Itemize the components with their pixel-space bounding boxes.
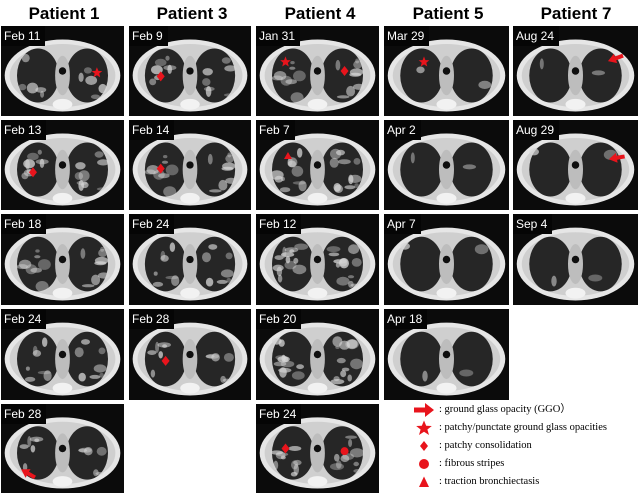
ct-scan-patient-4-2: Feb 7 <box>256 120 379 210</box>
star-marker <box>91 67 103 78</box>
arrow-marker <box>21 469 36 480</box>
column-header-patient-3: Patient 3 <box>156 4 228 23</box>
ct-scan-patient-3-4: Feb 28 <box>129 309 251 400</box>
ct-scan-patient-5-1: Mar 29 <box>384 26 509 116</box>
scan-date-label: Apr 18 <box>384 309 428 329</box>
star-icon <box>416 420 432 435</box>
scan-date-label: Mar 29 <box>384 26 430 46</box>
legend-row-patchy-ggo: : patchy/punctate ground glass opacities <box>405 419 640 437</box>
diamond-marker <box>156 163 165 174</box>
scan-date-label: Feb 24 <box>129 214 175 234</box>
ct-scan-patient-3-1: Feb 9 <box>129 26 251 116</box>
ct-scan-patient-1-1: Feb 11 <box>1 26 124 116</box>
scan-date-label: Jan 31 <box>256 26 301 46</box>
arrow-icon <box>414 403 434 417</box>
column-header-patient-1: Patient 1 <box>28 4 100 23</box>
circle-icon <box>419 459 429 469</box>
lung-image <box>384 214 509 305</box>
arrow-marker <box>607 53 624 64</box>
legend-text: : fibrous stripes <box>439 458 505 469</box>
lung-image <box>384 309 509 400</box>
arrow-marker <box>608 152 625 163</box>
scan-date-label: Feb 14 <box>129 120 175 140</box>
star-marker <box>418 56 430 67</box>
column-header-patient-5: Patient 5 <box>412 4 484 23</box>
diamond-marker <box>281 443 290 454</box>
ct-scan-patient-1-2: Feb 13 <box>1 120 124 210</box>
scan-date-label: Apr 2 <box>384 120 421 140</box>
legend-row-ggo: : ground glass opacity (GGO） <box>405 401 640 419</box>
ct-scan-patient-4-1: Jan 31 <box>256 26 379 116</box>
ct-scan-patient-5-2: Apr 2 <box>384 120 509 210</box>
star-marker <box>280 56 291 67</box>
legend-text: : ground glass opacity (GGO） <box>439 404 571 415</box>
scan-date-label: Aug 24 <box>513 26 560 46</box>
scan-date-label: Feb 13 <box>1 120 47 140</box>
legend-text: : patchy/punctate ground glass opacities <box>439 422 607 433</box>
scan-date-label: Feb 20 <box>256 309 302 329</box>
ct-scan-patient-4-4: Feb 20 <box>256 309 379 400</box>
circle-marker <box>340 447 349 456</box>
scan-date-label: Aug 29 <box>513 120 560 140</box>
diamond-icon <box>420 441 428 451</box>
diamond-marker <box>156 71 165 82</box>
scan-date-label: Feb 9 <box>129 26 168 46</box>
legend: : ground glass opacity (GGO） : patchy/pu… <box>405 401 640 493</box>
legend-row-consolidation: : patchy consolidation <box>405 437 640 455</box>
scan-date-label: Feb 28 <box>1 404 47 424</box>
triangle-marker <box>283 152 292 159</box>
scan-date-label: Feb 24 <box>1 309 47 329</box>
lung-image <box>256 214 379 305</box>
diamond-marker <box>340 66 349 76</box>
lung-image <box>513 26 638 116</box>
lung-image <box>1 214 124 305</box>
scan-date-label: Feb 7 <box>256 120 295 140</box>
ct-scan-patient-7-2: Aug 29 <box>513 120 638 210</box>
legend-text: : patchy consolidation <box>439 440 532 451</box>
lung-image <box>384 26 509 116</box>
lung-image <box>1 26 124 116</box>
lung-image <box>256 404 379 493</box>
ct-scan-patient-4-3: Feb 12 <box>256 214 379 305</box>
diamond-marker <box>28 167 37 178</box>
ct-scan-patient-4-5: Feb 24 <box>256 404 379 493</box>
scan-date-label: Sep 4 <box>513 214 553 234</box>
scan-date-label: Feb 18 <box>1 214 47 234</box>
lung-image <box>256 120 379 210</box>
ct-scan-patient-1-4: Feb 24 <box>1 309 124 400</box>
scan-date-label: Feb 28 <box>129 309 175 329</box>
column-header-patient-7: Patient 7 <box>540 4 612 23</box>
ct-scan-patient-1-3: Feb 18 <box>1 214 124 305</box>
legend-row-traction-bronchiectasis: : traction bronchiectasis <box>405 473 640 491</box>
ct-scan-patient-3-2: Feb 14 <box>129 120 251 210</box>
lung-image <box>129 309 251 400</box>
scan-date-label: Feb 24 <box>256 404 302 424</box>
ct-scan-patient-5-3: Apr 7 <box>384 214 509 305</box>
lung-image <box>1 404 124 493</box>
legend-text: : traction bronchiectasis <box>439 476 540 487</box>
diamond-marker <box>161 355 170 366</box>
ct-scan-patient-7-1: Aug 24 <box>513 26 638 116</box>
legend-row-fibrous-stripes: : fibrous stripes <box>405 455 640 473</box>
lung-image <box>384 120 509 210</box>
ct-scan-patient-5-4: Apr 18 <box>384 309 509 400</box>
scan-date-label: Apr 7 <box>384 214 421 234</box>
triangle-icon <box>419 476 429 487</box>
scan-date-label: Feb 11 <box>1 26 46 46</box>
ct-scan-patient-7-3: Sep 4 <box>513 214 638 305</box>
ct-scan-patient-1-5: Feb 28 <box>1 404 124 493</box>
ct-scan-patient-3-3: Feb 24 <box>129 214 251 305</box>
column-header-patient-4: Patient 4 <box>284 4 356 23</box>
scan-date-label: Feb 12 <box>256 214 302 234</box>
